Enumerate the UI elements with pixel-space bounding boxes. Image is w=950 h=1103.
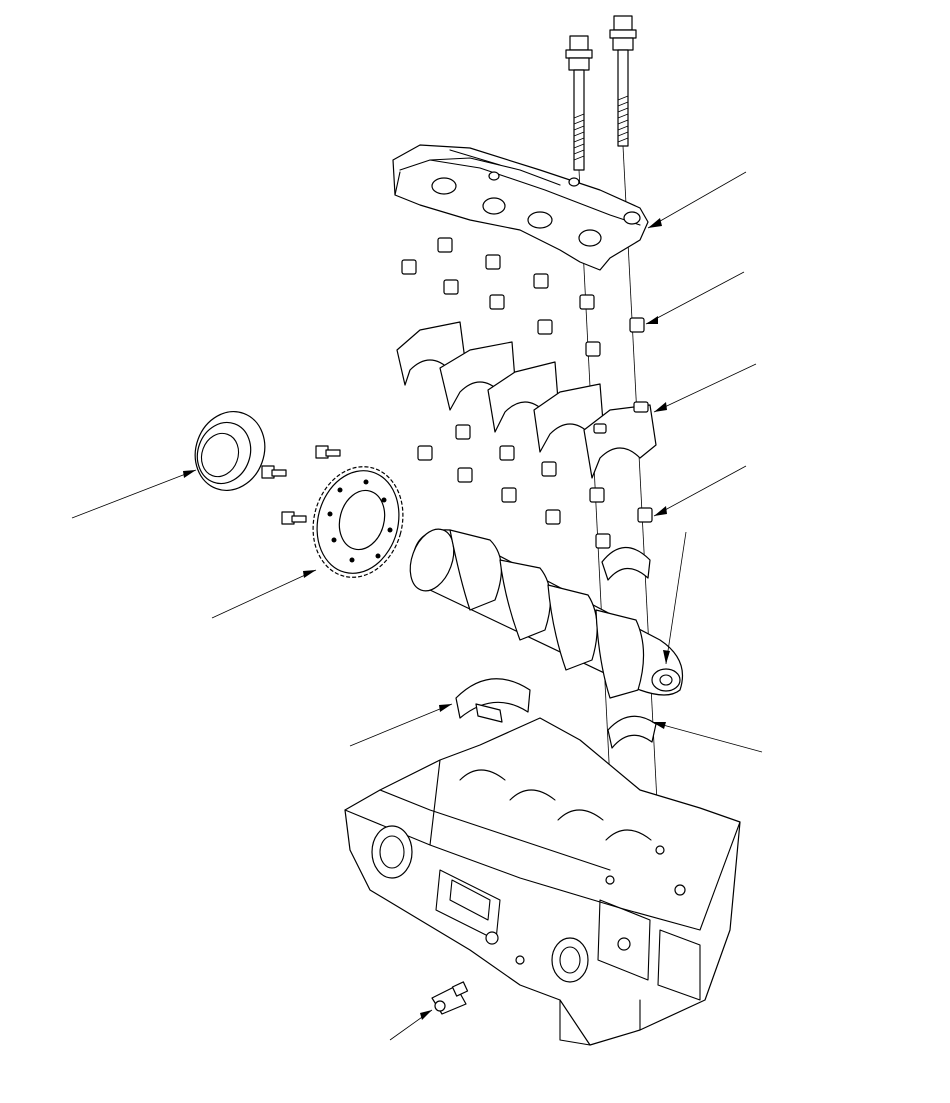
- knock-sensor: [431, 981, 469, 1015]
- upper-bearing-shells: [601, 546, 651, 581]
- crankshaft: [409, 528, 684, 699]
- leader-lines: [71, 171, 763, 1041]
- bearing-cap-bridge: [392, 144, 649, 271]
- thrust-washers: [455, 678, 531, 723]
- main-bearing-caps: [396, 321, 657, 479]
- pulse-plate-bolts: [261, 445, 341, 525]
- cylinder-block: [344, 717, 741, 1046]
- bolt-right: [609, 15, 637, 147]
- crankshaft-pulse-plate: [312, 466, 404, 578]
- leader-arrowheads: [183, 218, 670, 1020]
- alignment-lines: [578, 145, 661, 881]
- lower-bearing-shells: [607, 715, 657, 749]
- bolt-left: [565, 35, 593, 171]
- dowel-pins-upper: [401, 237, 645, 357]
- main-bearing-cap-bolts: [565, 15, 637, 171]
- dowel-pins-lower: [417, 424, 653, 549]
- oil-seal: [194, 411, 266, 491]
